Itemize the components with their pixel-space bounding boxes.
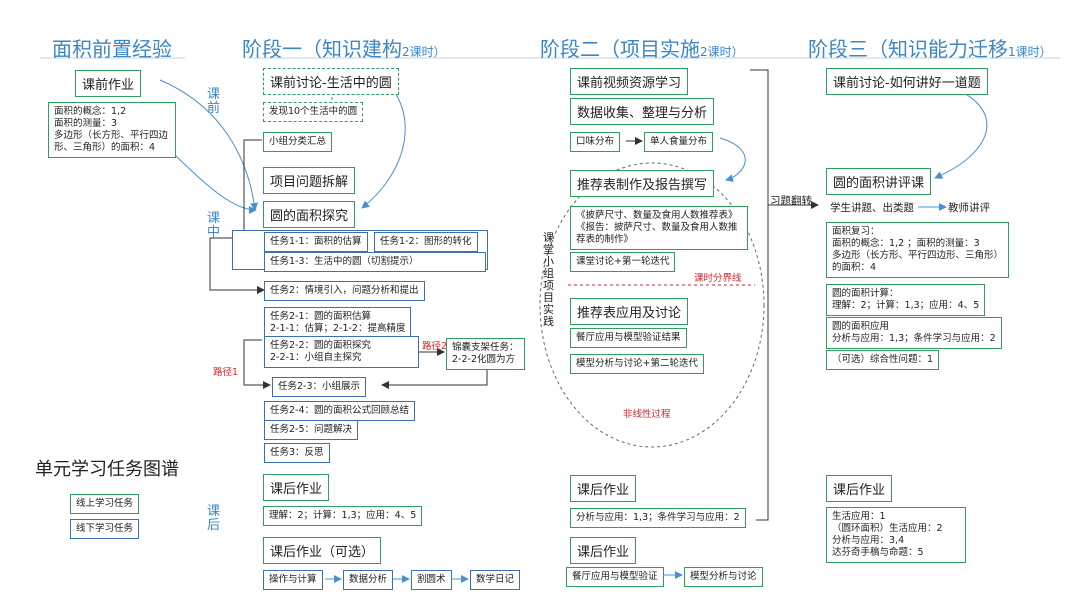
s1-flow-step-1: 操作与计算: [263, 570, 323, 590]
s1-task-2-1: 任务2-1：圆的面积估算 2-1-1：估算；2-1-2：提高精度: [264, 307, 412, 339]
s2-class-boundary: 课时分界线: [694, 273, 742, 284]
s2-homework-title: 课后作业: [570, 475, 637, 502]
s2-homework-text: 分析与应用：1,3；条件学习与应用：2: [570, 508, 746, 528]
s3-homework-text: 生活应用：1 （圆环面积）生活应用：2 分析与应用：3,4 达芬奇手稿与命题：5: [826, 507, 966, 563]
s1-flow-step-2: 数据分析: [343, 570, 394, 590]
s1-scaffold-task: 锦囊支架任务： 2-2-2化圆为方: [446, 338, 525, 370]
s2-pizza-docs: 《披萨尺寸、数量及食用人数推荐表》 《报告：披萨尺寸、数量及食用人数推荐表的制作…: [570, 206, 748, 250]
s2-nonlinear-process: 非线性过程: [623, 409, 671, 420]
s2-video-learning: 课前视频资源学习: [570, 68, 689, 95]
s3-optional-problem: （可选）综合性问题：1: [826, 350, 940, 370]
s1-flow-step-4: 数学日记: [470, 570, 521, 590]
s3-review-area: 面积复习： 面积的概念：1,2 ；面积的测量：3 多边形（长方形、平行四边形、三…: [826, 222, 1010, 278]
prior-homework-text: 面积的概念：1,2 面积的测量：3 多边形（长方形、平行四边形、三角形）的面积：…: [48, 102, 176, 158]
s1-task-1-2: 任务1-2：图形的转化: [374, 232, 478, 252]
s3-homework-title: 课后作业: [826, 475, 893, 502]
s3-pre-discussion: 课前讨论-如何讲好一道题: [826, 68, 988, 95]
s1-flow-step-3: 割圆术: [411, 570, 452, 590]
s2-model-verify: 餐厅应用与模型验证结果: [570, 328, 687, 348]
legend-offline: 线下学习任务: [70, 519, 140, 539]
s1-task-2-2: 任务2-2：圆的面积探究 2-2-1：小组自主探究: [264, 336, 419, 368]
s2-iteration-1: 课堂讨论+第一轮迭代: [570, 252, 676, 272]
s1-task-2-5: 任务2-5：问题解决: [264, 420, 359, 440]
s3-review-class: 圆的面积讲评课: [826, 168, 932, 195]
s3-students-present: 学生讲题、出类题: [830, 202, 914, 214]
header-prior-experience: 面积前置经验: [52, 37, 172, 61]
s1-optional-homework-title: 课后作业（可选）: [263, 537, 382, 564]
s2-flow-step-2: 模型分析与讨论: [684, 567, 763, 587]
s1-path-1: 路径1: [213, 367, 239, 378]
header-stage-3-title: 阶段三（知识能力迁移: [808, 37, 1008, 61]
s1-task-2: 任务2：情境引入，问题分析和提出: [264, 281, 425, 301]
label-post-class: 课后: [207, 504, 221, 533]
label-in-class: 课中: [207, 211, 221, 240]
s1-task-1-3: 任务1-3：生活中的圆（切割提示）: [264, 252, 486, 272]
legend-online: 线上学习任务: [70, 494, 140, 514]
s1-circle-area-explore: 圆的面积探究: [263, 201, 356, 228]
s3-teacher-review: 教师讲评: [948, 202, 990, 214]
s2-exercise-flip: 习题翻转: [770, 195, 812, 207]
s2-flow-step-1: 餐厅应用与模型验证: [566, 567, 664, 587]
header-stage-2: 阶段二（项目实施2课时）: [540, 33, 744, 62]
header-stage-1-title: 阶段一（知识建构: [242, 37, 402, 61]
s1-task-2-4: 任务2-4：圆的面积公式回顾总结: [264, 401, 416, 421]
s1-group-summary: 小组分类汇总: [263, 132, 333, 152]
header-stage-3-hours: 1课时）: [1008, 45, 1052, 59]
s1-homework-text: 理解：2；计算：1,3；应用：4、5: [263, 506, 423, 526]
s2-food-distribution: 单人食量分布: [644, 132, 714, 152]
s1-task-3: 任务3：反思: [264, 443, 330, 463]
s2-iteration-2: 模型分析与讨论+第二轮迭代: [570, 354, 704, 374]
s1-problem-breakdown: 项目问题拆解: [263, 167, 356, 194]
s1-task-2-3: 任务2-3：小组展示: [272, 377, 367, 397]
header-stage-2-hours: 2课时）: [700, 45, 744, 59]
s1-discover-circles: 发现10个生活中的圆: [263, 102, 364, 122]
legend-title: 单元学习任务图谱: [35, 459, 179, 480]
s3-review-apply: 圆的面积应用 分析与应用：1,3；条件学习与应用：2: [826, 317, 1002, 349]
header-stage-1: 阶段一（知识建构2课时）: [242, 33, 446, 62]
prior-homework-title: 课前作业: [75, 70, 142, 97]
s2-taste-distribution: 口味分布: [570, 132, 621, 152]
s3-review-calc: 圆的面积计算： 理解：2；计算：1,3；应用：4、5: [826, 284, 986, 316]
s2-homework2-title: 课后作业: [570, 537, 637, 564]
s1-homework-title: 课后作业: [263, 474, 330, 501]
s1-task-1-1: 任务1-1：面积的估算: [264, 232, 368, 252]
s1-pre-discussion: 课前讨论-生活中的圆: [263, 68, 399, 95]
label-pre-class: 课前: [207, 87, 221, 116]
header-stage-1-hours: 2课时）: [402, 45, 446, 59]
header-stage-2-title: 阶段二（项目实施: [540, 37, 700, 61]
s2-data-collection: 数据收集、整理与分析: [570, 98, 715, 125]
header-stage-3: 阶段三（知识能力迁移1课时）: [808, 33, 1052, 62]
s2-apply-discuss: 推荐表应用及讨论: [570, 298, 689, 325]
s2-recommend-report: 推荐表制作及报告撰写: [570, 170, 715, 197]
label-group-practice: 课堂小组项目实践: [543, 231, 554, 328]
s1-path-2: 路径2: [422, 341, 448, 352]
